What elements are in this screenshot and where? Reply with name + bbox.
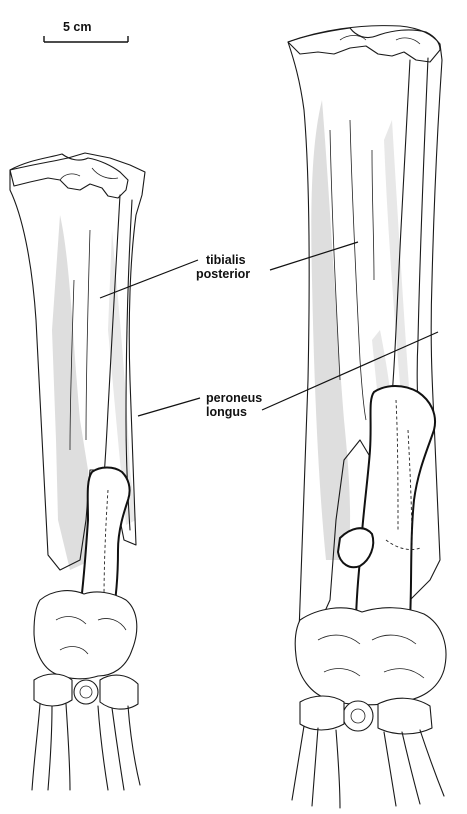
label-tibialis-line2: posterior xyxy=(196,267,250,281)
right-distal-bone-2 xyxy=(378,698,432,734)
scale-bar: 5 cm xyxy=(44,20,128,42)
scale-bar-label: 5 cm xyxy=(63,20,92,34)
left-carpal-block xyxy=(34,591,137,679)
left-distal-bone-1 xyxy=(34,674,72,706)
left-proximal-detail xyxy=(60,168,118,180)
right-sesamoid xyxy=(343,701,373,731)
left-limb xyxy=(10,153,145,790)
right-distal-bone-1 xyxy=(300,696,344,730)
right-lateral-bone-line-2 xyxy=(417,58,428,440)
left-distal-bone-2 xyxy=(100,675,138,709)
right-shaft-ridge-2 xyxy=(372,150,374,280)
right-proximal-end xyxy=(288,28,440,62)
right-digits xyxy=(292,726,444,808)
left-digits xyxy=(32,704,140,790)
leader-peroneus-left xyxy=(138,398,200,416)
label-tibialis-line1: tibialis xyxy=(206,253,246,267)
right-proximal-detail xyxy=(340,36,420,45)
left-sesamoid xyxy=(74,680,98,704)
left-proximal-end xyxy=(10,154,128,198)
right-shaft-ridge-1 xyxy=(350,120,366,420)
label-peroneus-line2: longus xyxy=(206,405,247,419)
label-peroneus-line1: peroneus xyxy=(206,391,262,405)
right-limb xyxy=(288,26,446,808)
right-carpal-block xyxy=(295,608,446,705)
left-shaft-ridge xyxy=(86,230,90,440)
